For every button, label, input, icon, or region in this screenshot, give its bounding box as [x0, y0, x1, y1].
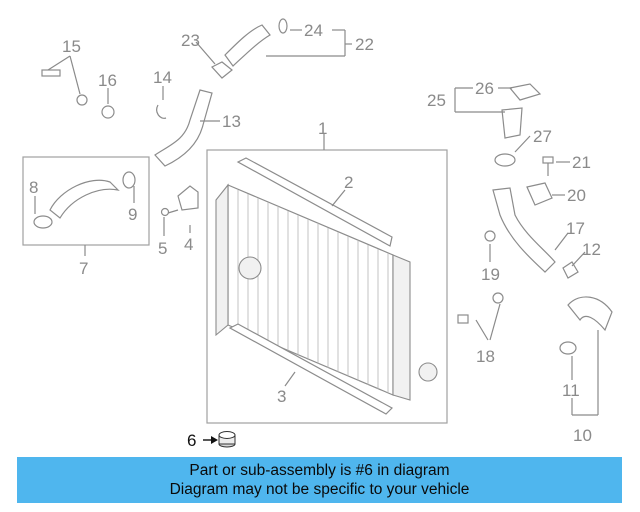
callout-8: 8 [29, 178, 38, 197]
pipe-25 [501, 107, 523, 139]
callout-16: 16 [98, 71, 117, 90]
callout-numbers: 1 2 3 4 5 6 7 8 9 10 11 12 13 14 15 16 1… [29, 21, 601, 450]
hose-26 [508, 83, 542, 101]
callout-10: 10 [573, 426, 592, 445]
nut-16 [101, 105, 115, 119]
intercooler-outlet-port [418, 362, 438, 382]
clip-14 [156, 104, 167, 119]
seal-24 [278, 18, 288, 34]
callout-6-arrowhead [211, 436, 218, 444]
callout-21: 21 [572, 153, 591, 172]
callout-9: 9 [128, 205, 137, 224]
callout-4: 4 [184, 235, 193, 254]
bolt-15 [41, 69, 88, 106]
clamp-8 [33, 215, 53, 229]
callout-14: 14 [153, 68, 172, 87]
seal-ring-9 [122, 171, 136, 189]
callout-24: 24 [304, 21, 323, 40]
diagram-info-banner: Part or sub-assembly is #6 in diagram Di… [17, 457, 622, 503]
clamp-27 [494, 153, 516, 167]
bracket-4 [177, 185, 199, 211]
bolt-18 [457, 292, 504, 324]
callout-26: 26 [475, 79, 494, 98]
callout-18: 18 [476, 347, 495, 366]
clamp-23 [211, 61, 233, 79]
callout-25: 25 [427, 91, 446, 110]
grommet-19 [484, 230, 496, 242]
leader-lines [34, 29, 599, 416]
callout-11: 11 [562, 381, 580, 400]
bracket-20 [526, 182, 553, 206]
intercooler-right-tank [392, 254, 411, 401]
callout-5: 5 [158, 239, 167, 258]
intercooler-left-tank [215, 183, 229, 337]
intercooler-fins [237, 190, 389, 393]
callout-22: 22 [355, 35, 374, 54]
banner-line-2: Diagram may not be specific to your vehi… [169, 481, 470, 498]
callout-6: 6 [187, 431, 196, 450]
group-7-box [22, 156, 150, 246]
callout-3: 3 [277, 387, 286, 406]
pipe-17 [492, 187, 556, 273]
left-charge-hose [49, 179, 120, 219]
part-6-grommet [218, 431, 236, 448]
upper-seal-strip [236, 157, 393, 247]
lower-seal-strip [228, 323, 393, 415]
intercooler-frame [206, 149, 448, 424]
callout-27: 27 [533, 127, 552, 146]
callout-7: 7 [79, 259, 88, 278]
callout-1: 1 [318, 119, 327, 138]
callout-2: 2 [344, 173, 353, 192]
clamp-12 [562, 261, 579, 279]
bolt-21 [542, 156, 554, 176]
callout-12: 12 [582, 240, 601, 259]
air-duct-13 [154, 89, 213, 167]
hose-10 [567, 296, 613, 332]
callout-20: 20 [567, 186, 586, 205]
banner-line-1: Part or sub-assembly is #6 in diagram [189, 462, 450, 479]
callout-15: 15 [62, 37, 81, 56]
parts-diagram: 1 2 3 4 5 6 7 8 9 10 11 12 13 14 15 16 1… [22, 18, 613, 450]
clamp-11 [559, 341, 577, 355]
bolt-5 [160, 207, 179, 217]
callout-17: 17 [566, 219, 585, 238]
callout-13: 13 [222, 112, 241, 131]
intercooler-inlet-port [238, 256, 262, 280]
hose-22 [224, 24, 271, 67]
callout-19: 19 [481, 265, 500, 284]
callout-23: 23 [181, 31, 200, 50]
